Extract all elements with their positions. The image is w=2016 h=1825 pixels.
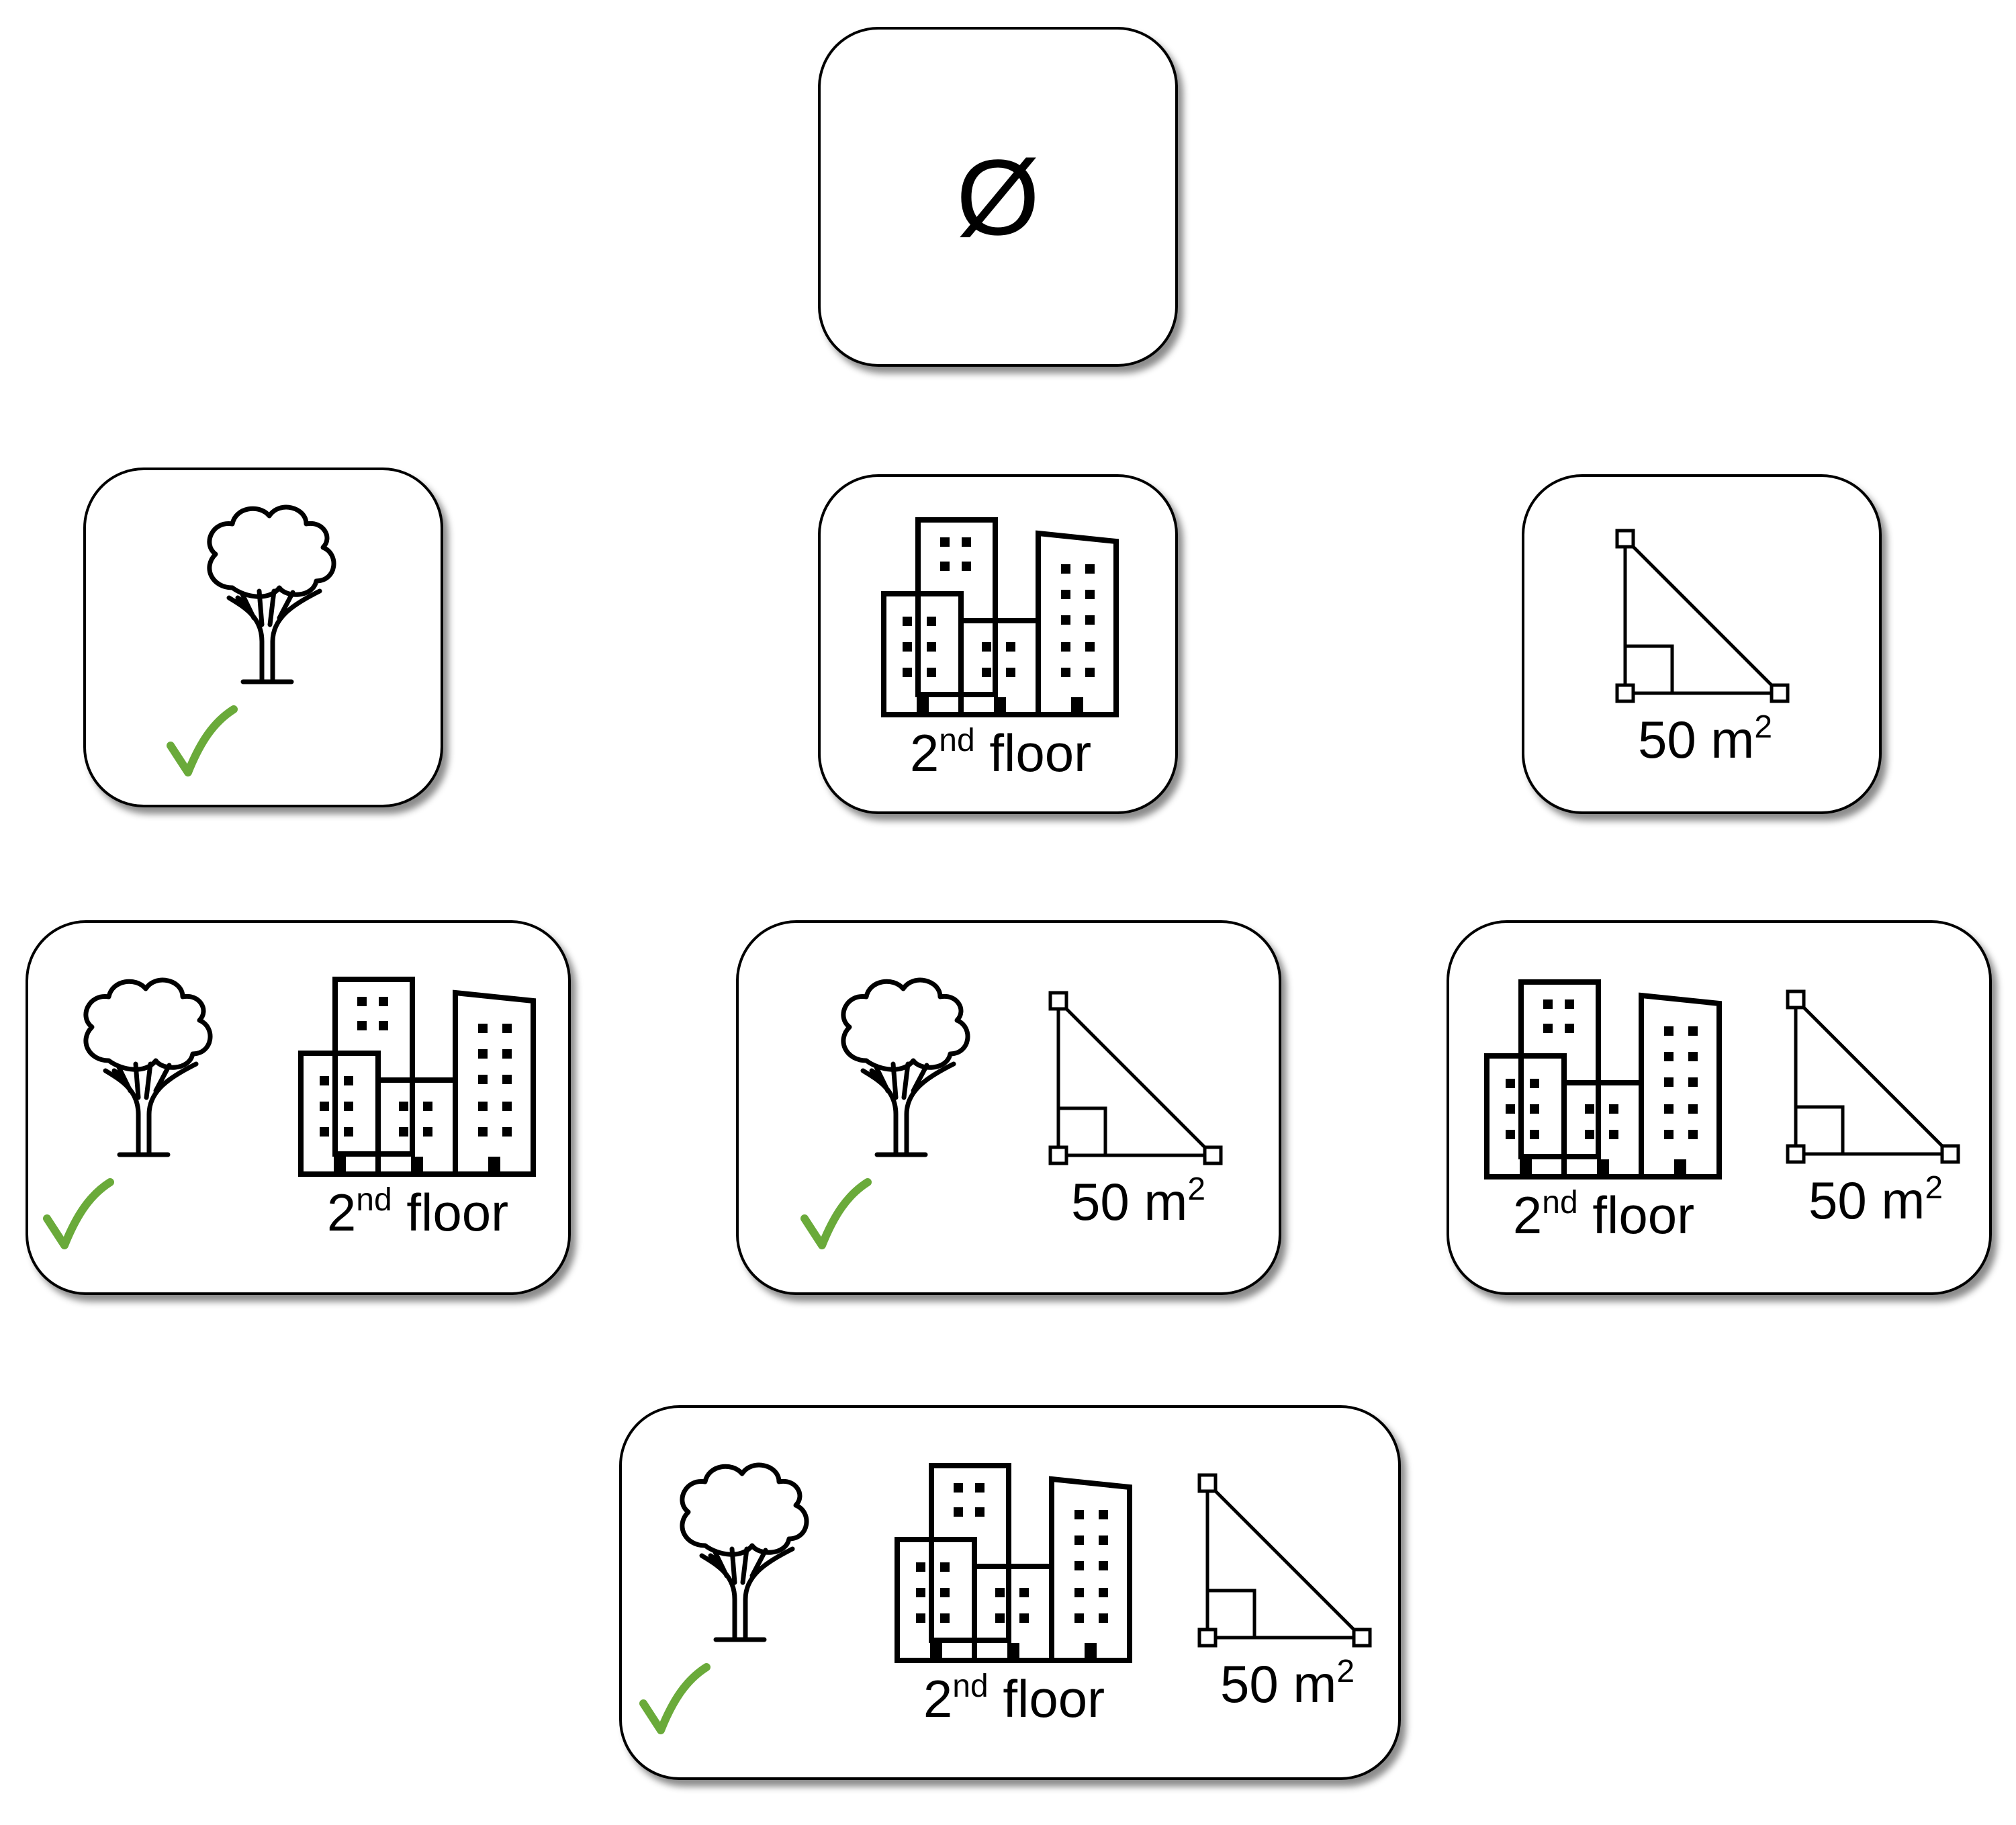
floor-label: 2nd floor [909,723,1092,783]
buildings-icon [893,1463,1135,1664]
floor-label: 2nd floor [923,1668,1105,1728]
area-item: 50 m2 [1048,990,1229,1228]
tree-item [799,970,1001,1165]
checkmark [799,1178,1001,1252]
area-label: 50 m2 [1808,1170,1943,1230]
buildings-card: 2nd floor [818,474,1178,814]
tree-item [42,970,243,1165]
right-triangle-icon [1785,989,1961,1165]
checkmark [42,1178,243,1252]
tree-card [83,468,443,807]
checkmark [165,705,367,779]
area-item: 50 m2 [1197,1472,1378,1710]
tree-area-card: 50 m2 [736,920,1281,1295]
floor-label: 2nd floor [326,1182,509,1242]
checkmark [638,1663,839,1737]
buildings-icon [880,517,1121,719]
area-item: 50 m2 [1785,989,1966,1227]
area-label: 50 m2 [1070,1171,1206,1231]
buildings-item: 2nd floor [893,1463,1135,1725]
buildings-item: 2nd floor [880,517,1121,779]
right-triangle-icon [1197,1472,1373,1648]
tree-icon [799,970,1001,1165]
floor-label: 2nd floor [1512,1185,1695,1245]
empty-set-card: Ø [818,27,1178,367]
right-triangle-icon [1048,990,1224,1166]
checkmark-icon [165,705,239,779]
area-item: 50 m2 [1614,528,1796,766]
checkmark-icon [42,1178,116,1252]
tree-icon [638,1455,839,1650]
all-features-card: 2nd floor 50 m2 [619,1405,1401,1780]
right-triangle-icon [1614,528,1790,704]
tree-item [638,1455,839,1650]
tree-icon [42,970,243,1165]
tree-buildings-card: 2nd floor [26,920,571,1295]
buildings-item: 2nd floor [1483,979,1725,1241]
tree-icon [165,497,367,692]
buildings-area-card: 2nd floor 50 m2 [1447,920,1992,1295]
tree-item [165,497,367,692]
area-label: 50 m2 [1220,1654,1355,1713]
buildings-item: 2nd floor [297,977,539,1239]
buildings-icon [297,977,539,1178]
checkmark-icon [799,1178,873,1252]
area-label: 50 m2 [1637,709,1773,769]
checkmark-icon [638,1663,712,1737]
buildings-icon [1483,979,1725,1181]
area-card: 50 m2 [1522,474,1882,814]
empty-set-symbol: Ø [956,137,1040,257]
